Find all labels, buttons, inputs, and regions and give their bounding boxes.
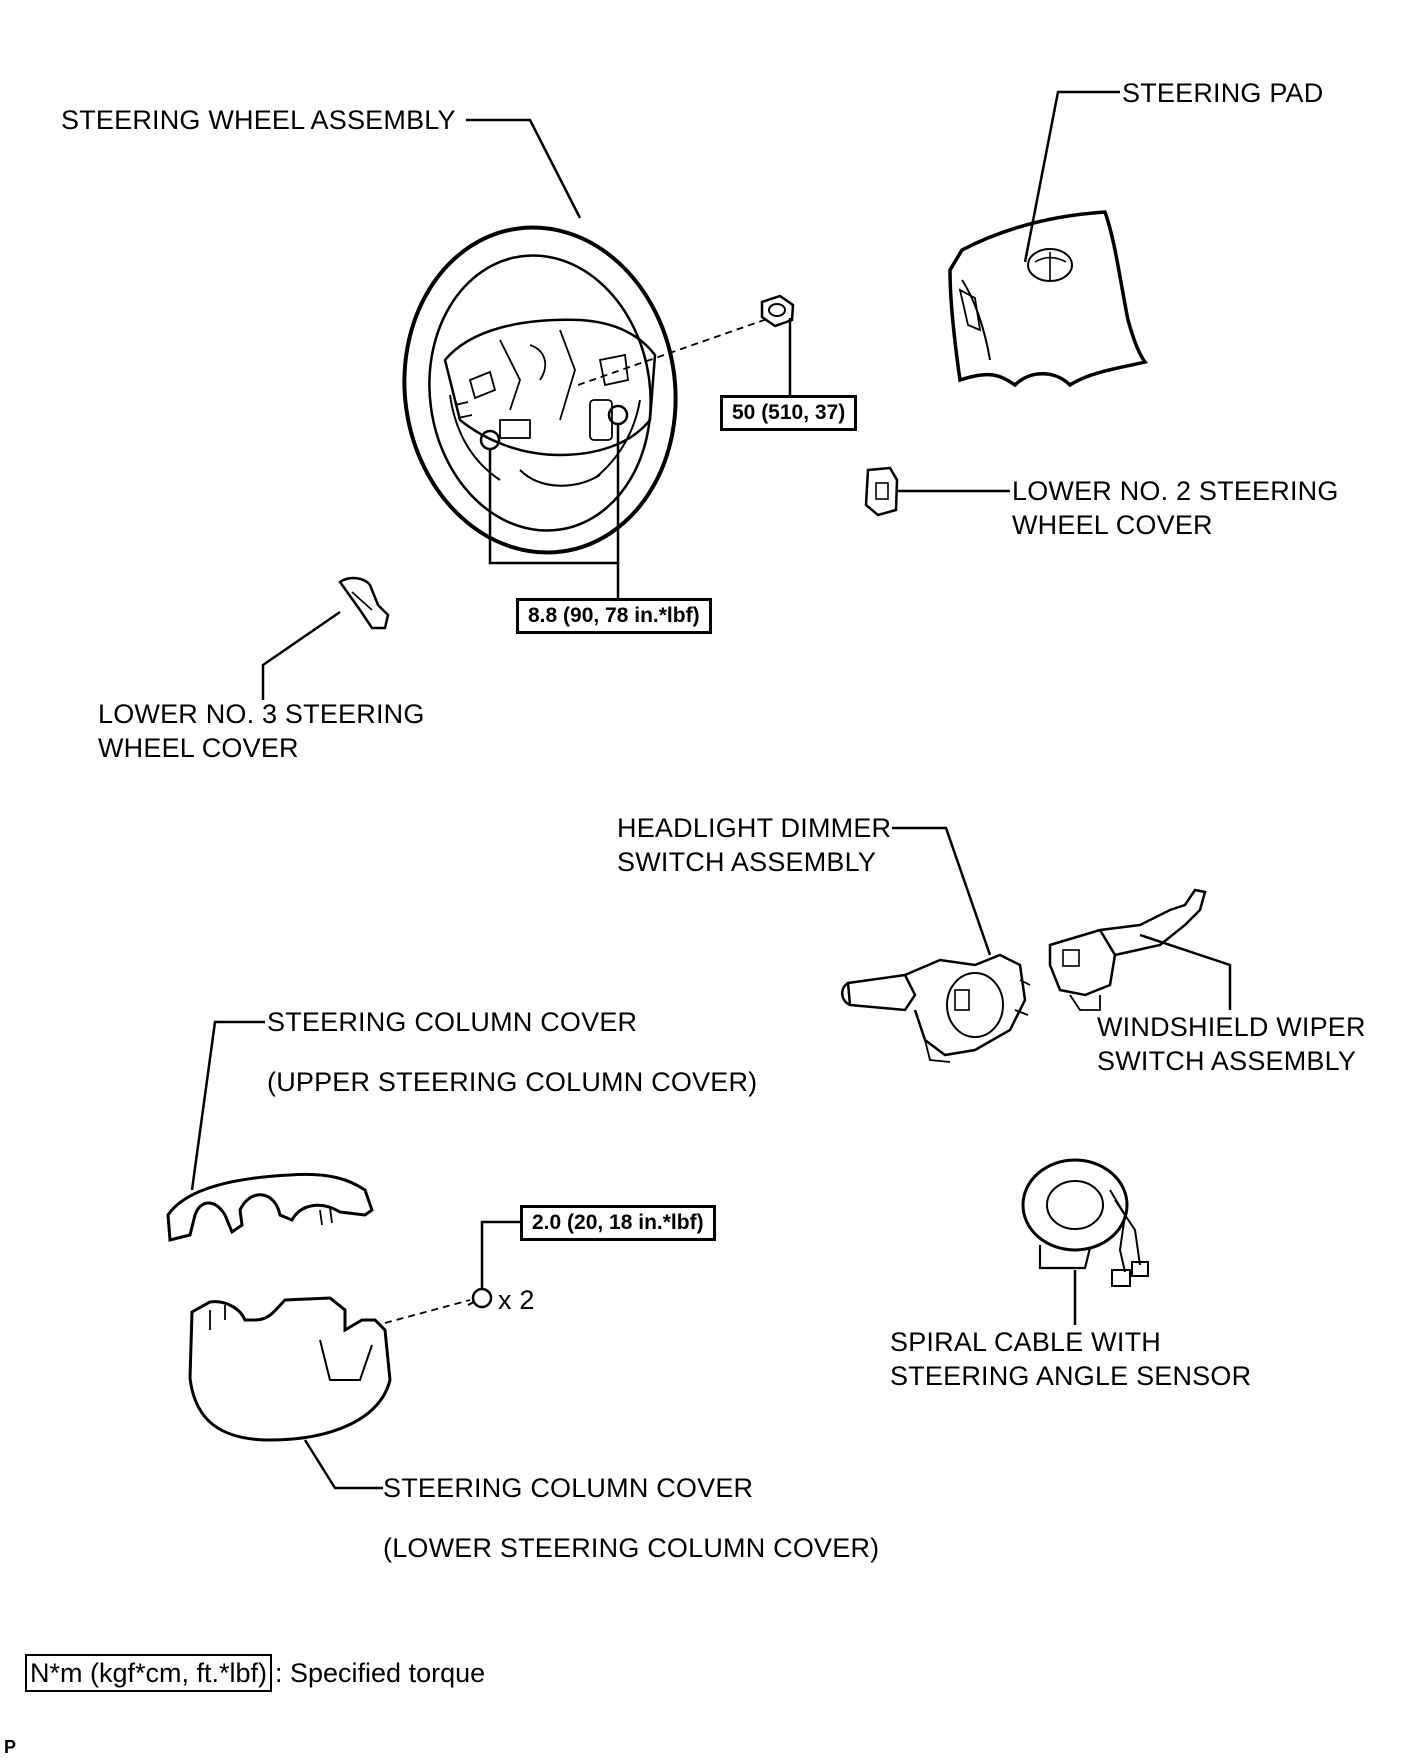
label-lower-no3-cover-line2: WHEEL COVER bbox=[98, 733, 299, 763]
leader-lines bbox=[190, 90, 1232, 1490]
label-lower-no2-cover-line2: WHEEL COVER bbox=[1012, 510, 1213, 540]
headlight-dimmer-drawing bbox=[841, 953, 1031, 1063]
legend-torque-unit: N*m (kgf*cm, ft.*lbf) bbox=[25, 1654, 273, 1692]
label-spiral-cable-line2: STEERING ANGLE SENSOR bbox=[890, 1361, 1252, 1391]
torque-screws: 2.0 (20, 18 in.*lbf) bbox=[520, 1205, 716, 1241]
steering-pad-drawing bbox=[948, 210, 1148, 388]
column-cover-screw bbox=[467, 1287, 493, 1309]
lower-no3-cover-drawing bbox=[338, 576, 390, 630]
footer-code: P bbox=[4, 1737, 17, 1757]
label-steering-wheel-assembly: STEERING WHEEL ASSEMBLY bbox=[61, 105, 456, 135]
label-windshield-wiper-line1: WINDSHIELD WIPER bbox=[1097, 1012, 1366, 1042]
label-lower-column-cover-line2: (LOWER STEERING COLUMN COVER) bbox=[383, 1533, 880, 1563]
lower-column-cover-drawing bbox=[188, 1296, 471, 1442]
label-lower-no3-cover-line1: LOWER NO. 3 STEERING bbox=[98, 699, 425, 729]
windshield-wiper-drawing bbox=[1048, 888, 1207, 1011]
legend-text: : Specified torque bbox=[275, 1658, 486, 1688]
torque-bolts: 8.8 (90, 78 in.*lbf) bbox=[516, 598, 712, 634]
label-upper-column-cover-line1: STEERING COLUMN COVER bbox=[267, 1007, 638, 1037]
steering-wheel-drawing bbox=[402, 225, 771, 555]
upper-column-cover-drawing bbox=[166, 1172, 374, 1242]
label-lower-column-cover-line1: STEERING COLUMN COVER bbox=[383, 1473, 754, 1503]
label-headlight-dimmer-line2: SWITCH ASSEMBLY bbox=[617, 847, 877, 877]
lower-no2-cover-drawing bbox=[864, 466, 899, 517]
label-spiral-cable-line1: SPIRAL CABLE WITH bbox=[890, 1327, 1161, 1357]
label-upper-column-cover-line2: (UPPER STEERING COLUMN COVER) bbox=[267, 1067, 758, 1097]
label-headlight-dimmer-line1: HEADLIGHT DIMMER bbox=[617, 813, 892, 843]
label-steering-pad: STEERING PAD bbox=[1122, 78, 1324, 108]
spiral-cable-drawing bbox=[1021, 1158, 1149, 1287]
torque-nut: 50 (510, 37) bbox=[720, 395, 858, 431]
label-lower-no2-cover-line1: LOWER NO. 2 STEERING bbox=[1012, 476, 1339, 506]
steering-wheel-nut bbox=[760, 294, 795, 328]
label-windshield-wiper-line2: SWITCH ASSEMBLY bbox=[1097, 1046, 1357, 1076]
label-quantity: x 2 bbox=[498, 1285, 535, 1315]
